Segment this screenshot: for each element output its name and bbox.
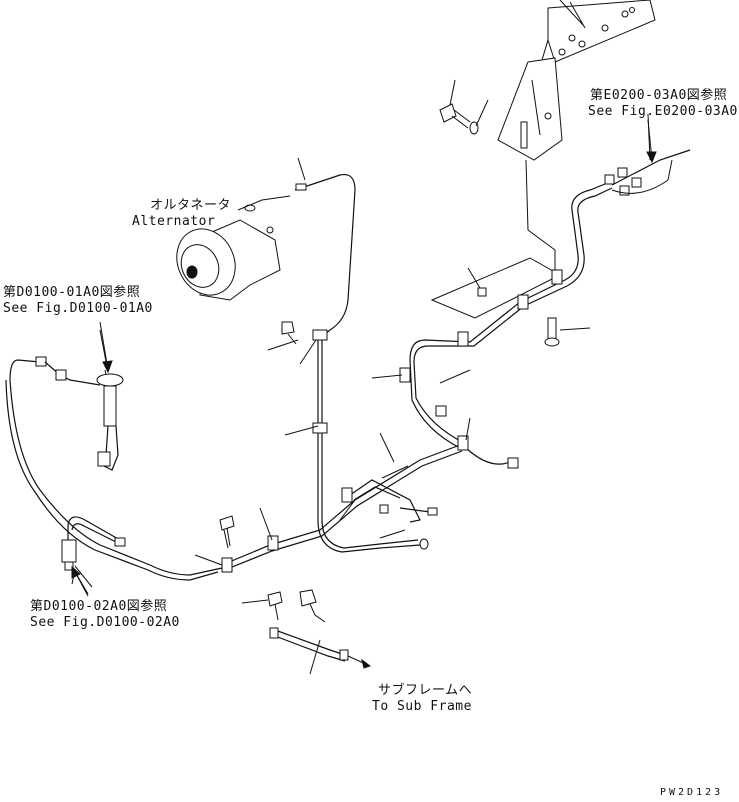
bracket-bolt: [439, 79, 489, 135]
ref-e0200-label-jp: 第E0200-03A0図参照: [590, 88, 728, 103]
ref-d0100-01-label-en: See Fig.D0100-01A0: [3, 301, 153, 316]
ref-d0100-02-label-jp: 第D0100-02A0図参照: [30, 599, 168, 614]
alternator-label-jp: オルタネータ: [150, 198, 232, 213]
subframe-label-jp: サブフレームへ: [378, 683, 473, 698]
ref-e0200-label-en: See Fig.E0200-03A0: [588, 104, 738, 119]
ref-d0100-02-label-en: See Fig.D0100-02A0: [30, 615, 180, 630]
left-harness: [5, 329, 223, 597]
ground-cable: [219, 321, 372, 675]
alternator-label-en: Alternator: [132, 214, 216, 229]
reference-arrows: [71, 119, 657, 595]
subframe-label-en: To Sub Frame: [372, 699, 472, 714]
figure-code: PW2D123: [660, 787, 724, 798]
mounting-bracket: [497, 0, 656, 161]
alternator-icon: [176, 195, 291, 301]
leader-lines: [74, 1, 651, 588]
main-harness: [221, 149, 691, 573]
ref-d0100-01-label-jp: 第D0100-01A0図参照: [3, 285, 141, 300]
